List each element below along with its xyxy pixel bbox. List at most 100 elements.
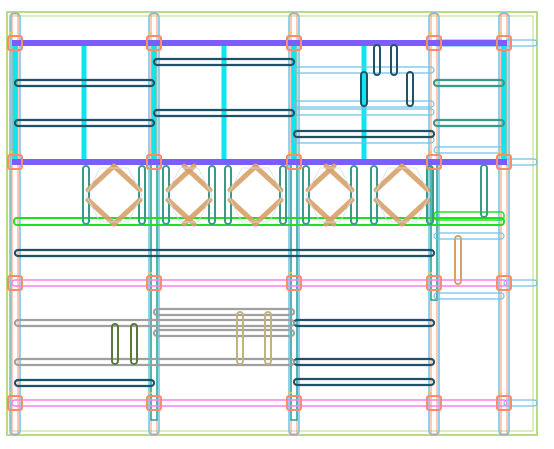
column-marker (286, 395, 302, 411)
rod-navy (292, 377, 436, 387)
column-tag (498, 392, 502, 394)
column-marker (7, 275, 23, 291)
diagonal-brace (85, 197, 117, 227)
outer-boundary (6, 11, 538, 436)
rod-navy (152, 57, 296, 67)
column-tag (148, 272, 152, 274)
diagonal-brace (252, 197, 284, 227)
diagonal-brace (181, 197, 213, 227)
rod-tan (454, 235, 462, 285)
wall-strip-h (503, 279, 538, 287)
column-tag (288, 151, 292, 153)
beam-pink-1 (11, 279, 508, 287)
rod-green-v (350, 165, 358, 225)
rod-navy-long (13, 248, 436, 258)
rod-green-v (370, 165, 378, 225)
rod-navy (13, 78, 156, 88)
beam-blue-mid (12, 159, 507, 165)
diagonal-brace (252, 163, 284, 193)
cyan-band (12, 43, 18, 162)
rod-navy-v (406, 71, 414, 107)
diagonal-brace (111, 197, 143, 227)
rod-green-v (302, 165, 310, 225)
diagonal-brace (373, 197, 405, 227)
column-tag (428, 151, 432, 153)
column-marker (7, 154, 23, 170)
rod-green-v (224, 165, 232, 225)
column-marker (7, 35, 23, 51)
column-tag (148, 32, 152, 34)
rod-green-v (162, 165, 170, 225)
rod-green-v (279, 165, 287, 225)
diagonal-brace (399, 163, 431, 193)
rod-navy (292, 357, 436, 367)
column-marker (146, 275, 162, 291)
column-marker (286, 275, 302, 291)
column-marker (496, 35, 512, 51)
column-marker (426, 395, 442, 411)
diagonal-brace (373, 163, 405, 193)
rod-navy (152, 108, 296, 118)
diagonal-brace (323, 197, 355, 227)
column-tag (428, 272, 432, 274)
rod-navy (292, 129, 436, 139)
beam-blue-top (12, 40, 507, 46)
rod-gray (13, 318, 296, 328)
column-marker (7, 395, 23, 411)
diagonal-brace (85, 163, 117, 193)
column-tag (148, 392, 152, 394)
column-marker (146, 395, 162, 411)
column-tag (498, 151, 502, 153)
wall-strip-h (503, 399, 538, 407)
column-tag (498, 272, 502, 274)
brace-layer (85, 163, 431, 227)
column-tag (9, 272, 13, 274)
column-marker (426, 154, 442, 170)
rod-navy-v (390, 44, 398, 76)
diagonal-brace (323, 163, 355, 193)
rod-tan (236, 311, 244, 365)
rod-gray (152, 328, 296, 338)
diagonal-brace (227, 197, 259, 227)
column-marker (496, 154, 512, 170)
cyan-band (81, 43, 87, 162)
rod-navy (13, 378, 156, 388)
inner-boundary (10, 15, 534, 432)
column-tag (288, 392, 292, 394)
column-tag (148, 151, 152, 153)
column-marker (286, 35, 302, 51)
rod-green-v (208, 165, 216, 225)
column-marker (146, 154, 162, 170)
wall-strip-h (433, 232, 505, 240)
cyan-band (221, 43, 227, 162)
column-tag (288, 272, 292, 274)
column-tag (428, 392, 432, 394)
brace-outline (85, 167, 143, 223)
diagonal-brace (111, 163, 143, 193)
column-marker (496, 275, 512, 291)
column-marker (426, 275, 442, 291)
brace-outline (373, 167, 431, 223)
rod-gray (13, 357, 296, 367)
rod-navy (292, 318, 436, 328)
diagonal-brace (399, 197, 431, 227)
column-marker (496, 395, 512, 411)
rod-green (432, 118, 506, 128)
wall-strip-h (433, 292, 505, 300)
rod-green (432, 78, 506, 88)
rod-green-v (138, 165, 146, 225)
diagonal-brace (227, 163, 259, 193)
column-tag (428, 32, 432, 34)
diagonal-brace (181, 163, 213, 193)
column-tag (498, 32, 502, 34)
rod-tan (264, 311, 272, 365)
cyan-band (151, 43, 157, 162)
beam-layer (11, 40, 508, 407)
cyan-band (501, 43, 507, 162)
column-tag (288, 32, 292, 34)
cyan-band (361, 43, 367, 162)
column-marker (286, 154, 302, 170)
column-marker (426, 35, 442, 51)
